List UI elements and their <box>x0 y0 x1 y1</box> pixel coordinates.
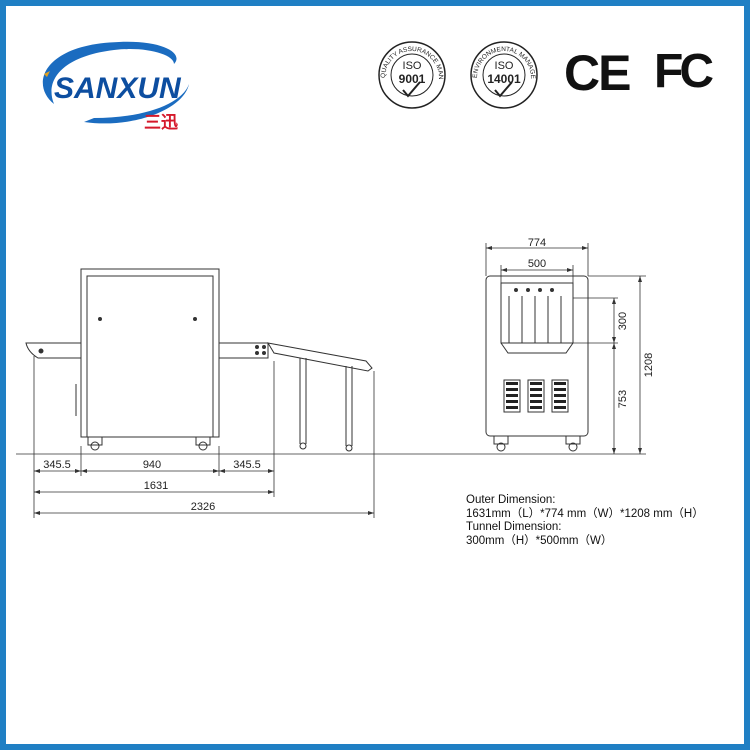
dim-body: 940 <box>143 459 161 471</box>
dim-tunnel-width: 500 <box>528 258 546 270</box>
front-arrows <box>486 246 642 454</box>
dim-right-roller: 345.5 <box>233 459 261 471</box>
dim-left-roller: 345.5 <box>43 459 71 471</box>
brand-name: SANXUN <box>54 72 181 105</box>
ce-mark: CE <box>564 45 631 101</box>
dim-total-height: 1208 <box>643 353 655 377</box>
dim-machine-length: 1631 <box>144 480 168 492</box>
side-dimensions <box>16 356 646 518</box>
dim-floor-to-tunnel: 753 <box>617 390 629 408</box>
side-view <box>25 268 373 452</box>
side-body <box>80 268 220 438</box>
dim-outer-width: 774 <box>528 237 546 249</box>
front-vents <box>506 382 566 409</box>
spec-block: Outer Dimension:1631mm（L）*774 mm（W）*1208… <box>466 494 704 548</box>
outer-dimension-title: Outer Dimension: <box>466 494 556 506</box>
outer-dimension-value: 1631mm（L）*774 mm（W）*1208 mm（H） <box>466 507 704 520</box>
logo-swoosh-icon <box>42 41 189 124</box>
dim-total-length: 2326 <box>191 501 215 513</box>
dim-tunnel-height: 300 <box>617 312 629 330</box>
front-view <box>485 275 589 452</box>
brand-logo: SANXUN 三迅 <box>24 34 194 133</box>
brand-name-cn: 三迅 <box>144 113 178 133</box>
tunnel-dimension-title: Tunnel Dimension: <box>466 521 562 533</box>
front-dimensions <box>485 243 646 454</box>
fc-mark: FC <box>654 45 714 98</box>
side-arrows <box>34 469 374 515</box>
tunnel-dimension-value: 300mm（H）*500mm（W） <box>466 534 613 547</box>
dimension-drawing: 345.5 940 345.5 1631 2326 <box>16 237 655 518</box>
